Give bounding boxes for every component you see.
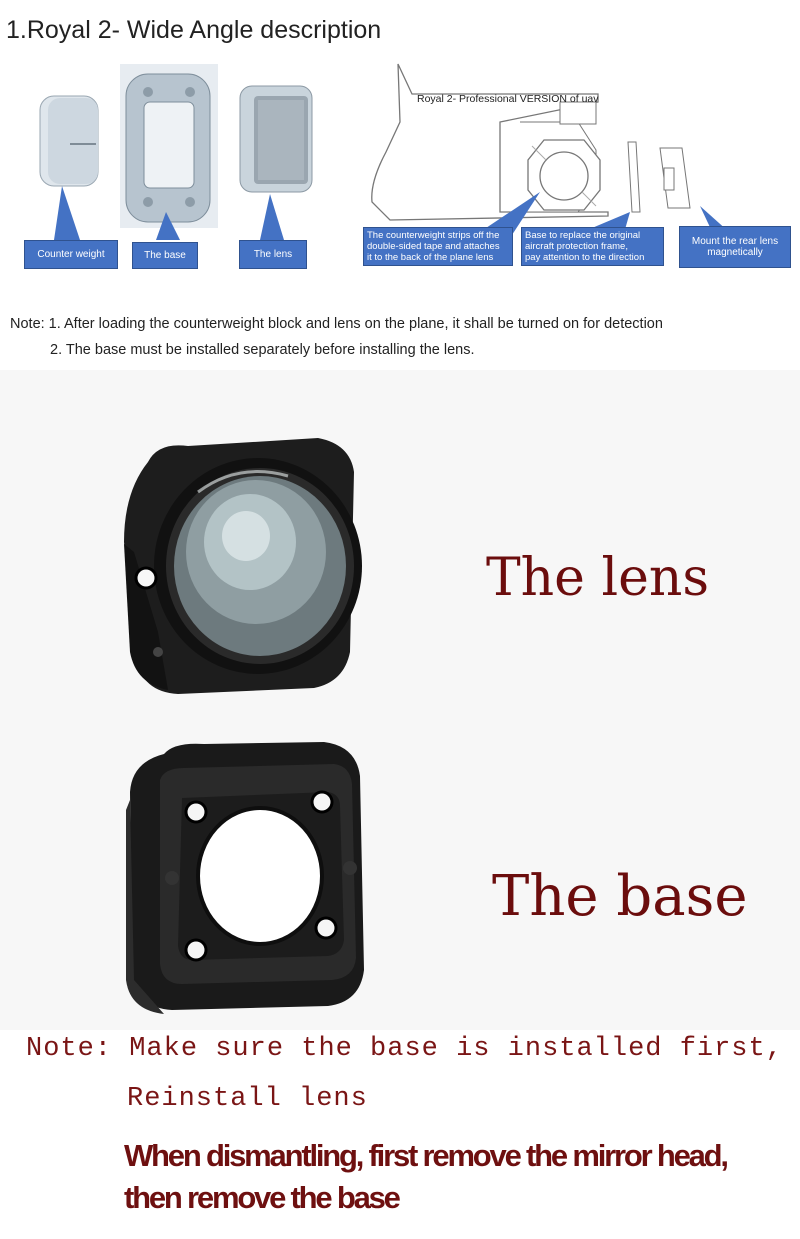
label-c-line-2: magnetically [707, 247, 763, 258]
note-line-2: 2. The base must be installed separately… [50, 342, 475, 358]
lens-product-image [118, 432, 380, 708]
base-title: The base [492, 864, 748, 929]
label-base: The base [132, 242, 198, 269]
label-lens: The lens [239, 240, 307, 269]
parts-diagram [18, 62, 338, 272]
note-line-1: Note: 1. After loading the counterweight… [10, 316, 663, 332]
label-a-line-1: The counterweight strips off the [367, 230, 500, 241]
mount-caption: Royal 2- Professional VERSION of uav [417, 93, 599, 105]
mount-diagram [360, 62, 800, 272]
dismantle-note-line-1: When dismantling, first remove the mirro… [124, 1138, 729, 1173]
mount-illustration [371, 63, 738, 240]
parts-illustration [39, 64, 313, 240]
bottom-note-line-1: Note: Make sure the base is installed fi… [26, 1034, 783, 1064]
label-counter-weight: Counter weight [24, 240, 118, 269]
dismantle-note-line-2: then remove the base [124, 1180, 401, 1215]
base-product-image [124, 740, 378, 1016]
bottom-note-line-2: Reinstall lens [127, 1084, 368, 1114]
base-render [126, 742, 364, 1014]
label-counterweight-instructions: The counterweight strips off the double-… [363, 227, 513, 266]
lens-title: The lens [486, 548, 710, 608]
label-b-line-2: aircraft protection frame, [525, 241, 628, 252]
installation-notes: Note: 1. After loading the counterweight… [10, 311, 663, 363]
label-c-line-1: Mount the rear lens [691, 236, 779, 247]
page-title: 1.Royal 2- Wide Angle description [6, 16, 382, 44]
lens-render [124, 438, 362, 694]
label-b-line-3: pay attention to the direction [525, 252, 645, 263]
label-a-line-2: double-sided tape and attaches [367, 241, 500, 252]
label-base-instructions: Base to replace the original aircraft pr… [521, 227, 664, 266]
label-b-line-1: Base to replace the original [525, 230, 641, 241]
label-a-line-3: it to the back of the plane lens [367, 252, 494, 263]
label-rear-lens-instructions: Mount the rear lens magnetically [679, 226, 791, 268]
